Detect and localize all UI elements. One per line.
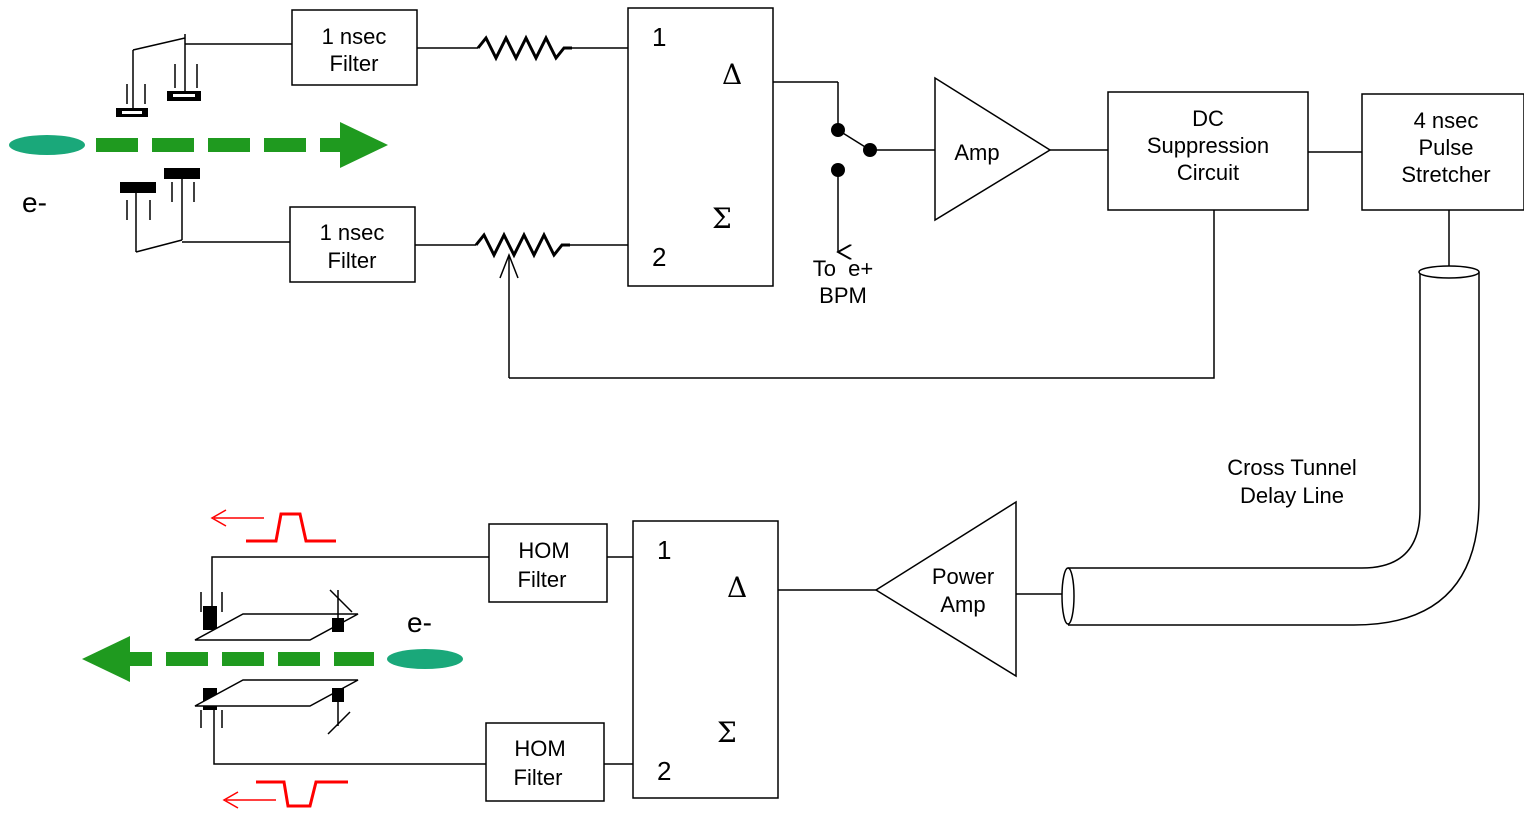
dc-suppression-line3: Circuit [1177, 160, 1239, 185]
bottom-beam-arrowhead [82, 636, 130, 682]
top-hybrid-port2: 2 [652, 242, 666, 272]
top-electron-bunch [9, 135, 85, 155]
top-hybrid-box [627, 7, 774, 287]
feedback-line [509, 210, 1215, 379]
top-beam-arrowhead [340, 122, 388, 168]
filter-upper-line1: 1 nsec [322, 24, 387, 49]
filter-lower-line2: Filter [328, 248, 377, 273]
top-electron-label: e- [22, 187, 47, 218]
switch [773, 81, 935, 252]
pulse-stretcher-box [1361, 93, 1524, 211]
pulse-stretcher-line2: Pulse [1418, 135, 1473, 160]
bottom-hybrid-sigma: Σ [717, 716, 737, 749]
kick-pulse-upper [210, 509, 336, 543]
top-hybrid-port1: 1 [652, 22, 666, 52]
top-hybrid-delta: Δ [722, 58, 742, 91]
amp-label: Amp [954, 140, 999, 165]
hom-filter-lower-line1: HOM [514, 736, 565, 761]
pulse-stretcher-line1: 4 nsec [1414, 108, 1479, 133]
delay-line-label-line2: Delay Line [1240, 483, 1344, 508]
delay-line-pipe [1061, 265, 1480, 626]
hom-filter-upper-box [488, 523, 608, 603]
kicker-striplines [194, 589, 359, 735]
power-amp-triangle [874, 500, 1017, 678]
top-beam [9, 122, 388, 168]
dc-suppression-line2: Suppression [1147, 133, 1269, 158]
bottom-beam [82, 636, 463, 682]
bottom-hybrid-delta: Δ [727, 571, 747, 604]
dc-suppression-box [1107, 91, 1309, 211]
bottom-hybrid-port2: 2 [657, 756, 671, 786]
pickup-electrodes-lower [120, 168, 290, 253]
hom-filter-lower-line2: Filter [514, 765, 563, 790]
resistor-upper [417, 34, 628, 62]
kick-pulse-lower [222, 780, 348, 809]
bottom-hybrid-port1: 1 [657, 535, 671, 565]
bottom-hybrid-box [632, 520, 779, 799]
filter-lower-line1: 1 nsec [320, 220, 385, 245]
filter-upper-line2: Filter [330, 51, 379, 76]
hom-filter-upper-line2: Filter [518, 567, 567, 592]
pickup-electrodes-upper [116, 34, 292, 117]
variable-resistor-lower [415, 231, 628, 378]
top-hybrid-sigma: Σ [712, 202, 732, 235]
filter-lower-box [289, 206, 416, 283]
power-amp-line2: Amp [940, 592, 985, 617]
dc-suppression-line1: DC [1192, 106, 1224, 131]
power-amp-line1: Power [932, 564, 994, 589]
kicker-lower-feed [213, 706, 486, 765]
delay-line-label-line1: Cross Tunnel [1227, 455, 1357, 480]
switch-output-line2: BPM [819, 283, 867, 308]
switch-output-line1: To e+ [813, 256, 874, 281]
amp-triangle [934, 76, 1052, 222]
pulse-stretcher-line3: Stretcher [1401, 162, 1490, 187]
bottom-electron-label: e- [407, 607, 432, 638]
kicker-upper-feed [211, 556, 489, 610]
hom-filter-upper-line1: HOM [518, 538, 569, 563]
bottom-electron-bunch [387, 649, 463, 669]
hom-filter-lower-box [485, 722, 605, 802]
filter-upper-box [291, 9, 418, 86]
